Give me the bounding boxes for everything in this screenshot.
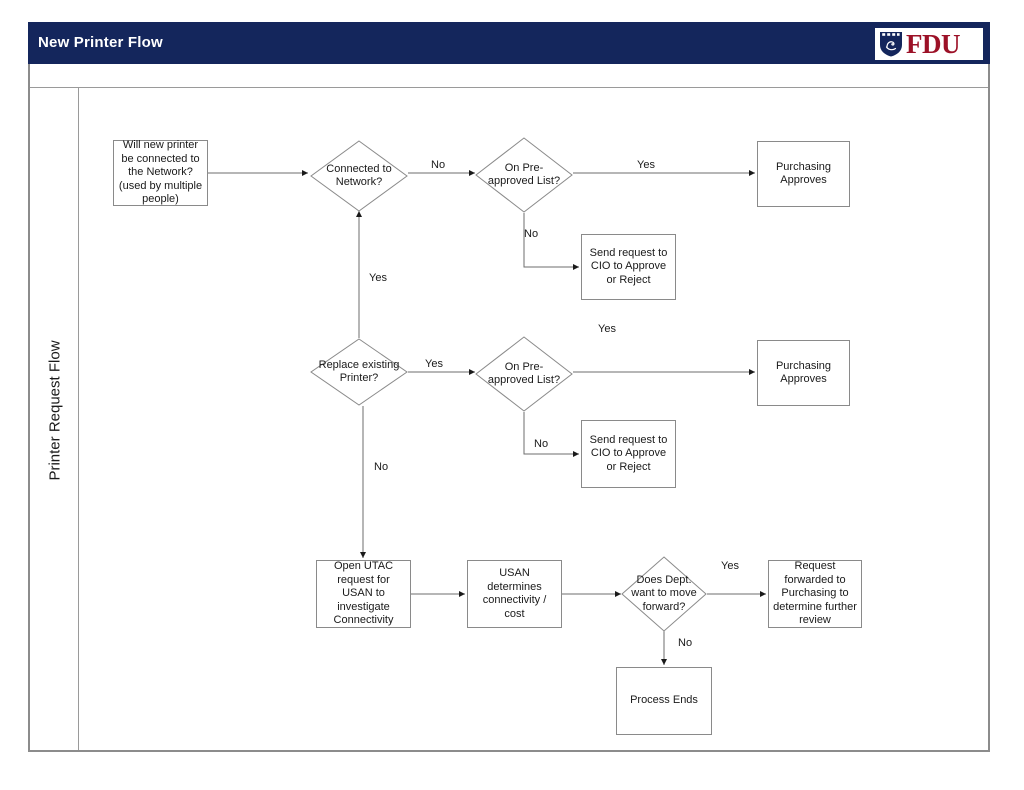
- node-process-ends: Process Ends: [616, 667, 712, 735]
- fdu-logo: FDU: [875, 28, 983, 60]
- diamond-shape: [621, 556, 707, 632]
- edge-label-yes-dept: Yes: [721, 560, 739, 572]
- node-text: On Pre-approved List?: [487, 360, 561, 387]
- node-open-utac-request: Open UTAC request for USAN to investigat…: [316, 560, 411, 628]
- node-text: USAN determines connectivity / cost: [482, 567, 547, 620]
- node-text: Replace existing Printer?: [318, 358, 400, 385]
- node-request-forwarded: Request forwarded to Purchasing to deter…: [768, 560, 862, 628]
- swimlane-divider: [78, 88, 79, 750]
- fdu-shield-crest-icon: [880, 32, 902, 57]
- diamond-shape: [310, 338, 408, 406]
- document-subheader-strip: [30, 64, 988, 88]
- node-dept-move-forward-decision: Does Dept. want to move forward?: [621, 556, 707, 632]
- node-text: Connected to Network?: [326, 162, 392, 189]
- node-text: Send request to CIO to Approve or Reject: [589, 433, 668, 473]
- node-text: Open UTAC request for USAN to investigat…: [333, 560, 394, 627]
- node-usan-determines: USAN determines connectivity / cost: [467, 560, 562, 628]
- edge-label-no-replace: No: [374, 461, 389, 473]
- node-preapproved-1-decision: On Pre-approved List?: [475, 137, 573, 213]
- node-purchasing-approves-1: Purchasing Approves: [757, 141, 850, 207]
- edge-label-yes-replace-to-connected: Yes: [369, 272, 387, 284]
- diamond-shape: [310, 140, 408, 212]
- edge-label-yes-floating: Yes: [598, 323, 616, 335]
- node-replace-printer-decision: Replace existing Printer?: [310, 338, 408, 406]
- node-text: Will new printer be connected to the Net…: [118, 139, 203, 206]
- node-text: Send request to CIO to Approve or Reject: [589, 246, 668, 286]
- node-text: Request forwarded to Purchasing to deter…: [773, 560, 857, 627]
- node-text: Does Dept. want to move forward?: [631, 573, 697, 613]
- node-text: Purchasing Approves: [775, 359, 832, 386]
- node-text: Purchasing Approves: [775, 160, 832, 187]
- node-cio-request-1: Send request to CIO to Approve or Reject: [581, 234, 676, 300]
- document-title-bar: [28, 22, 990, 64]
- edge-label-no-preapproved-1: No: [524, 228, 539, 240]
- swimlane-label-text: Printer Request Flow: [46, 339, 64, 481]
- edge-label-no-dept: No: [678, 637, 693, 649]
- edge-label-no-connected: No: [431, 159, 446, 171]
- edge-label-yes-replace-to-preapproved-2: Yes: [425, 358, 443, 370]
- page-title: New Printer Flow: [38, 34, 163, 51]
- node-start-process: Will new printer be connected to the Net…: [113, 139, 208, 206]
- edge-label-no-preapproved-2: No: [534, 438, 549, 450]
- node-cio-request-2: Send request to CIO to Approve or Reject: [581, 420, 676, 488]
- node-preapproved-2-decision: On Pre-approved List?: [475, 336, 573, 412]
- diamond-shape: [475, 336, 573, 412]
- swimlane-label: Printer Request Flow: [35, 300, 75, 520]
- diamond-shape: [475, 137, 573, 213]
- fdu-wordmark: FDU: [906, 28, 961, 59]
- node-connected-decision: Connected to Network?: [310, 140, 408, 212]
- node-text: On Pre-approved List?: [487, 161, 561, 188]
- node-text: Process Ends: [630, 694, 698, 707]
- edge-label-yes-preapproved-1: Yes: [637, 159, 655, 171]
- node-purchasing-approves-2: Purchasing Approves: [757, 340, 850, 406]
